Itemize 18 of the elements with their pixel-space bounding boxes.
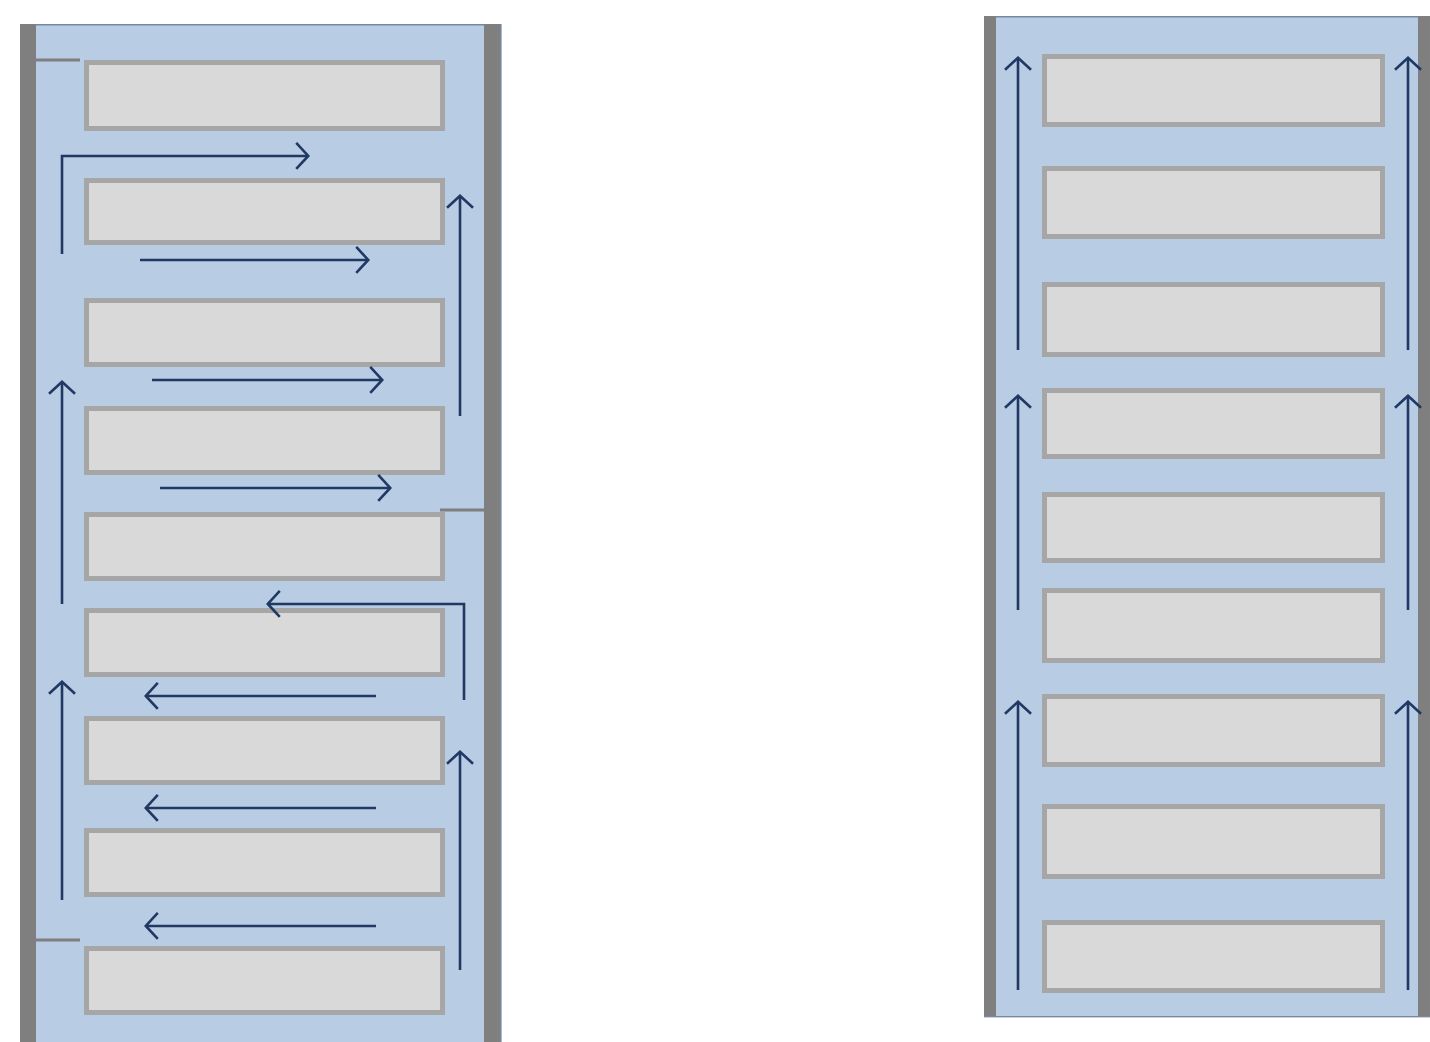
shelf <box>84 511 445 581</box>
shelf <box>84 607 445 677</box>
shelf <box>84 406 445 475</box>
shelf <box>84 715 445 785</box>
shelf <box>1042 54 1385 127</box>
shelf <box>1042 166 1385 239</box>
shelf <box>84 297 445 367</box>
shelf <box>1042 919 1385 993</box>
shelf <box>84 60 445 131</box>
shelf <box>84 945 445 1015</box>
shelf <box>1042 587 1385 663</box>
shelf <box>1042 387 1385 459</box>
shelf <box>1042 803 1385 879</box>
shelf <box>1042 282 1385 357</box>
shelf <box>84 177 445 245</box>
shelf <box>1042 693 1385 767</box>
shelf <box>84 827 445 897</box>
shelf <box>1042 492 1385 563</box>
